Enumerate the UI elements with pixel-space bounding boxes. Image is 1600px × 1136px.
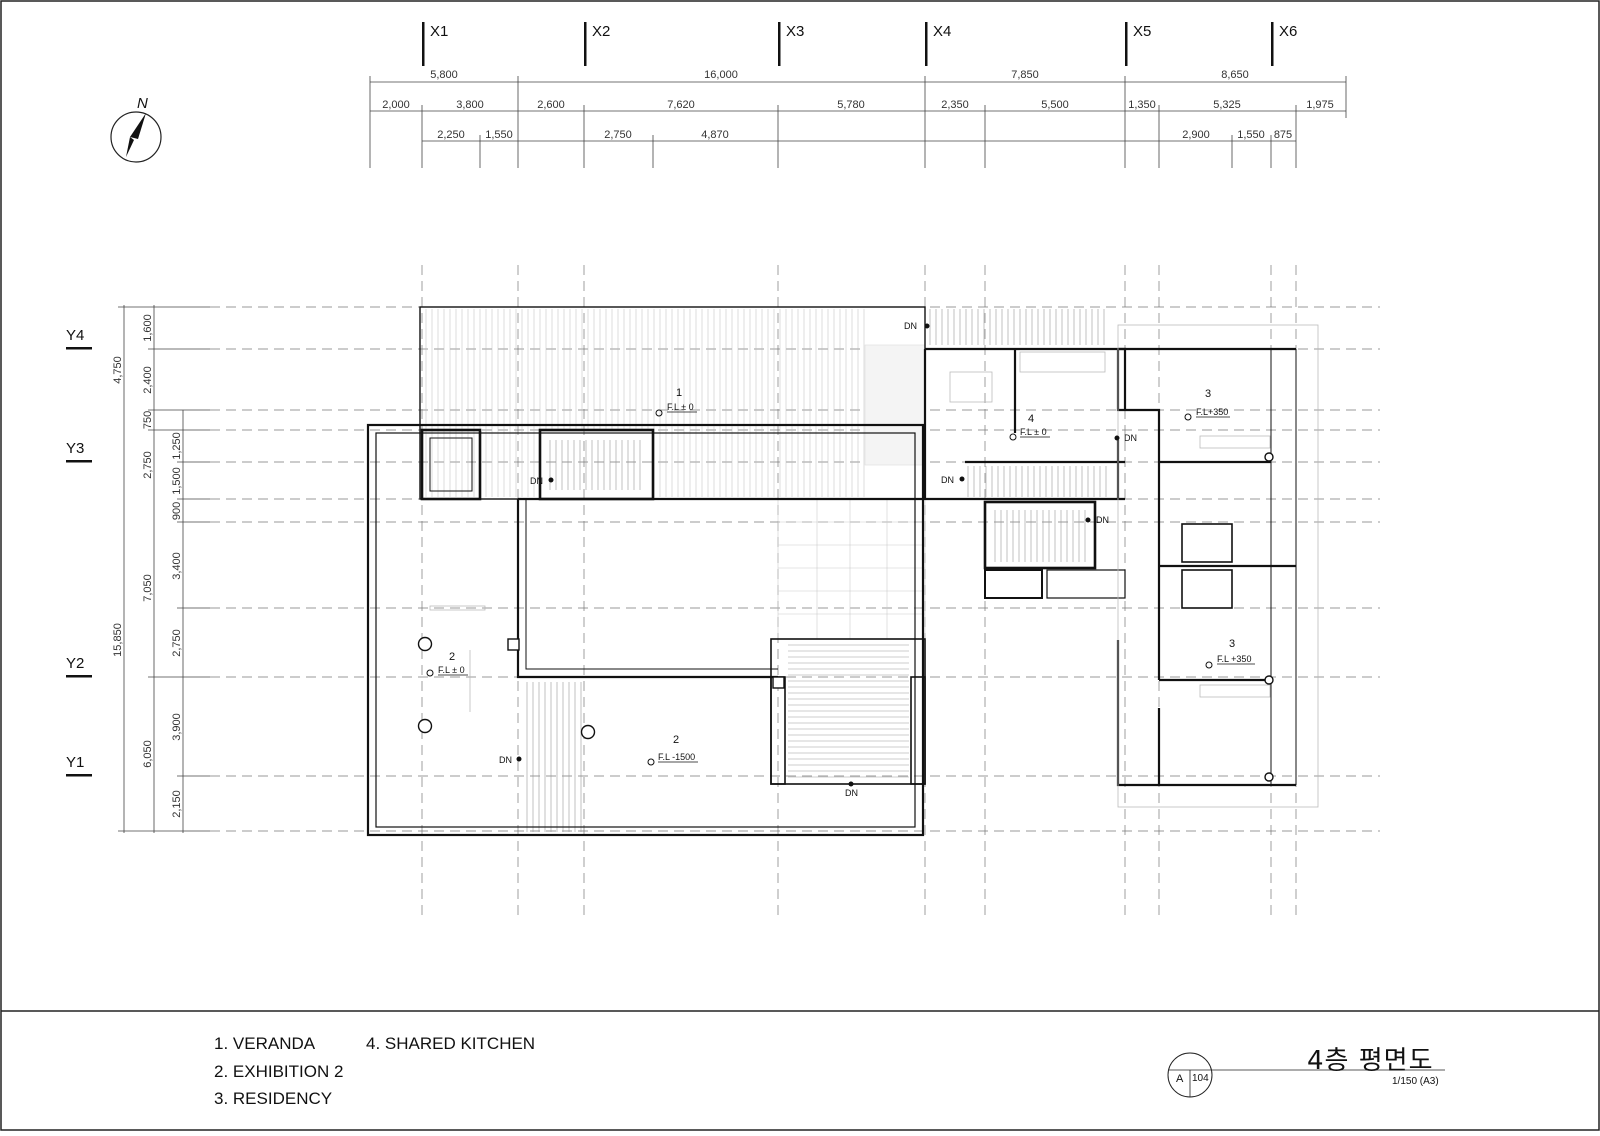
grid-axis-y: Y4 Y3 Y2 Y1 [66,327,92,777]
legend-item-residency: 3. RESIDENCY [214,1089,333,1108]
dim-left-inner: 1,600 [142,314,154,342]
dim-left-outer: 15,850 [112,623,124,657]
grid-label-x6: X6 [1279,23,1297,40]
dim-top-1: 7,850 [1011,69,1039,81]
room-3b-floor-level: F.L +350 [1217,654,1251,664]
dim-top-2: 2,000 [382,99,410,111]
dim-top-3: 1,550 [1237,129,1265,141]
dn-label: DN [941,475,954,485]
dim-left-inner: 3,400 [171,552,183,580]
dim-left-inner: 2,150 [171,790,183,818]
dim-top-2: 5,780 [837,99,865,111]
veranda-hatch [425,309,865,497]
dim-top-2: 2,600 [537,99,565,111]
dim-top-2: 3,800 [456,99,484,111]
room-4-floor-level: F.L ± 0 [1020,427,1047,437]
dim-top-2: 1,350 [1128,99,1156,111]
dn-label: DN [845,788,858,798]
sheet-number: 104 [1192,1073,1209,1084]
dim-left-inner: 3,900 [171,713,183,741]
grid-label-y4: Y4 [66,327,84,344]
dn-label: DN [1096,515,1109,525]
grid-label-x2: X2 [592,23,610,40]
grid-label-x1: X1 [430,23,448,40]
room-labels: 1 F.L ± 0 2 F.L ± 0 2 F.L -1500 3 F.L+35… [426,387,1255,766]
stair-treads [526,309,1107,832]
dim-left-mid: 6,050 [142,740,154,768]
grid-axis-x: X1 X2 X3 X4 X5 X6 [422,22,1297,66]
left-dimension-text: 15,850 4,750 2,750 7,050 6,050 1,600 2,4… [112,314,183,818]
dim-left-inner: 2,750 [171,629,183,657]
top-dimension-lines [369,76,1347,168]
dim-top-3: 2,750 [604,129,632,141]
dim-top-2: 5,500 [1041,99,1069,111]
dim-left-inner: 1,500 [171,467,183,495]
dim-top-2: 1,975 [1306,99,1334,111]
legend-item-exhibition: 2. EXHIBITION 2 [214,1062,344,1081]
walls [366,306,1297,837]
dim-top-3: 1,550 [485,129,513,141]
room-2b-floor-level: F.L -1500 [658,752,695,762]
room-3b-number: 3 [1229,638,1235,650]
room-2a-floor-level: F.L ± 0 [438,665,465,675]
drawing-title: 4층 평면도 [1307,1046,1434,1076]
north-arrow-icon: N [110,95,162,163]
room-2a-number: 2 [449,651,455,663]
grid-label-x5: X5 [1133,23,1151,40]
grid-label-y3: Y3 [66,440,84,457]
north-label: N [137,95,148,112]
dim-left-inner: 1,250 [171,432,183,460]
dim-left-inner: 750 [142,411,154,429]
stair-down-markers: DN DN DN DN DN DN DN [499,321,1137,798]
room-3a-floor-level: F.L+350 [1196,407,1228,417]
legend-item-veranda: 1. VERANDA [214,1034,316,1053]
dim-left-inner: 2,400 [142,366,154,394]
room-1-floor-level: F.L ± 0 [667,402,694,412]
room-2b-number: 2 [673,734,679,746]
sheet-prefix: A [1176,1073,1184,1085]
top-dimension-text: 5,800 16,000 7,850 8,650 2,000 3,800 2,6… [382,69,1334,141]
dn-label: DN [1124,433,1137,443]
grid-label-y1: Y1 [66,754,84,771]
dim-top-2: 5,325 [1213,99,1241,111]
title-block [1167,1052,1445,1098]
furniture-outlines [429,324,1319,808]
dim-top-1: 8,650 [1221,69,1249,81]
dim-left-inner: 900 [171,502,183,520]
grid-label-x4: X4 [933,23,951,40]
dim-top-2: 2,350 [941,99,969,111]
glass-void [777,344,926,640]
dim-top-1: 5,800 [430,69,458,81]
dim-top-3: 2,900 [1182,129,1210,141]
grid-label-x3: X3 [786,23,804,40]
left-dimension-lines [118,305,210,833]
dim-left-mid: 2,750 [142,451,154,479]
columns [417,452,1274,782]
dim-top-3: 875 [1274,129,1292,141]
drawing-scale: 1/150 (A3) [1392,1076,1439,1087]
room-4-number: 4 [1028,413,1034,425]
dim-left-mid: 4,750 [112,356,124,384]
room-3a-number: 3 [1205,388,1211,400]
dim-left-mid: 7,050 [142,574,154,602]
room-1-number: 1 [676,387,682,399]
grid-label-y2: Y2 [66,655,84,672]
dn-label: DN [499,755,512,765]
legend-item-shared-kitchen: 4. SHARED KITCHEN [366,1034,536,1053]
dn-label: DN [904,321,917,331]
dim-top-1: 16,000 [704,69,738,81]
dim-top-3: 4,870 [701,129,729,141]
dn-label: DN [530,476,543,486]
dim-top-3: 2,250 [437,129,465,141]
grid-lines [210,265,1380,920]
dim-top-2: 7,620 [667,99,695,111]
